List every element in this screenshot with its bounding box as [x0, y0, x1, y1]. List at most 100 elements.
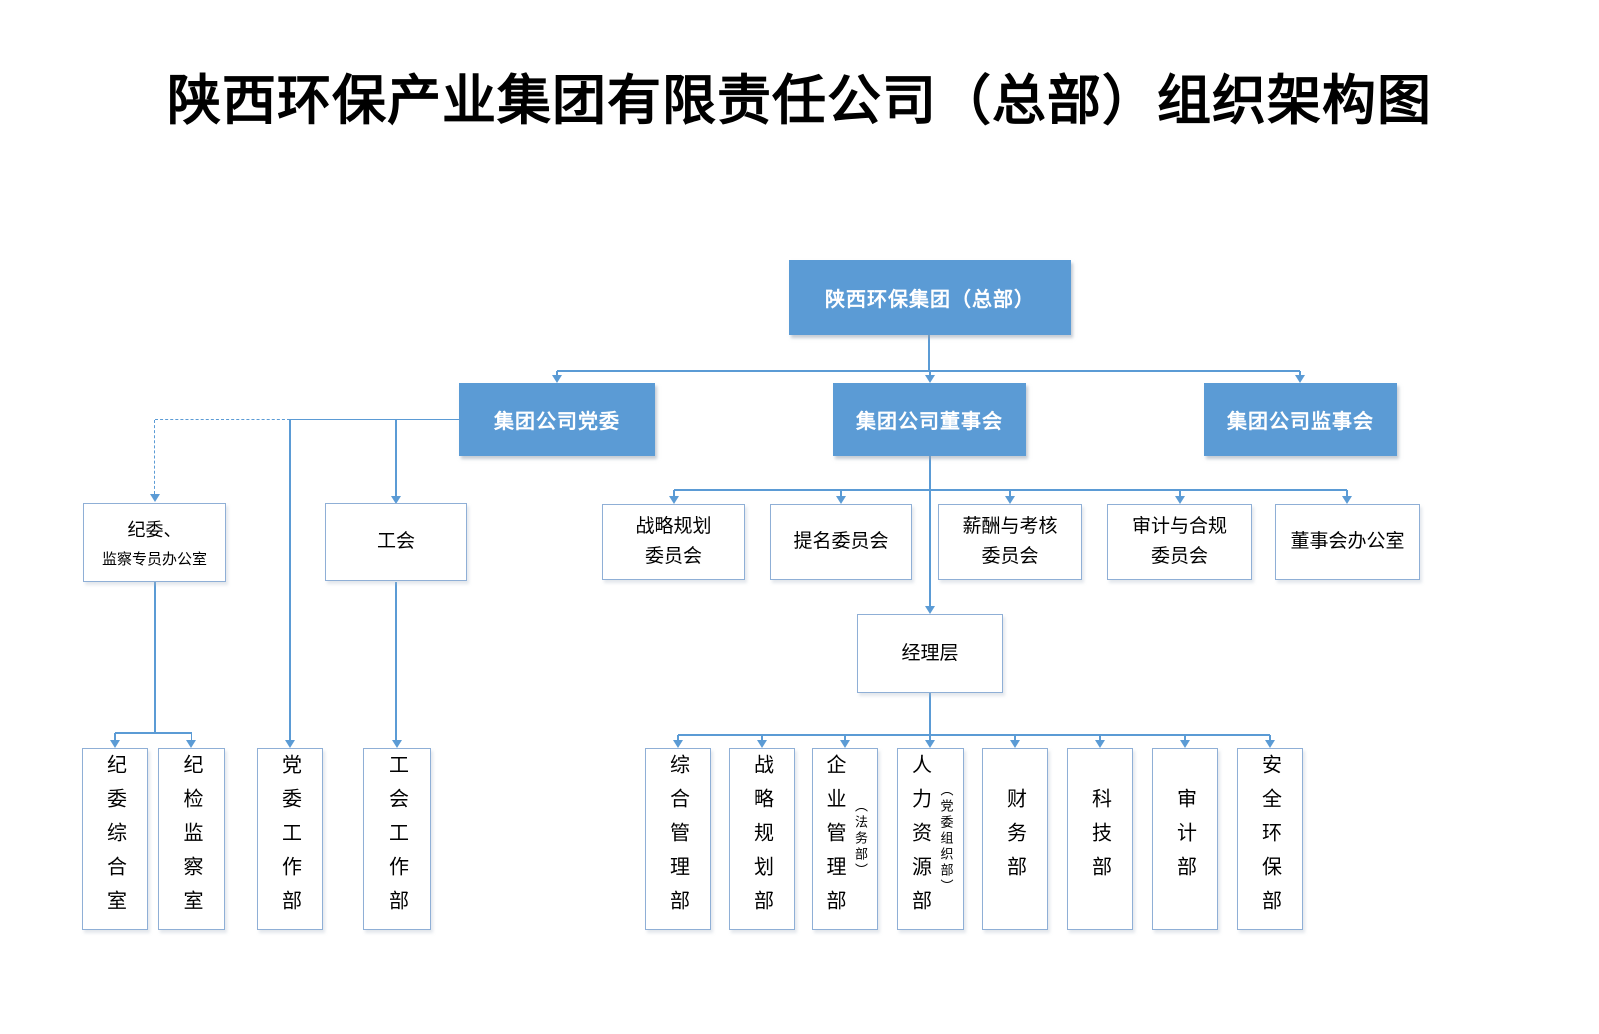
connector-level2-rail — [557, 370, 1300, 372]
connector-stem — [114, 733, 116, 740]
org-box-board-office: 董事会办公室 — [1275, 504, 1420, 580]
org-box-sublabel: （法务部） — [853, 799, 868, 879]
org-box-finance-dept: 财务部 — [982, 748, 1048, 930]
org-box-union-work-dept: 工会工作部 — [363, 748, 431, 930]
connector-stem — [1299, 371, 1301, 376]
arrow-down-icon — [391, 740, 402, 748]
connector-stem — [1184, 735, 1186, 741]
org-box-label: 工会工作部 — [385, 754, 408, 924]
org-box-label: 集团公司监事会 — [1227, 411, 1374, 433]
org-box-discipline-inspection-office: 纪检监察室 — [158, 748, 225, 930]
connector-party-dashed-rail — [155, 418, 290, 420]
org-box-sublabel: （党委组织部） — [938, 783, 954, 895]
org-box-label: 集团公司董事会 — [856, 411, 1003, 433]
org-box-label: 监察专员办公室 — [101, 551, 207, 568]
org-box-supervisory-board: 集团公司监事会 — [1204, 383, 1397, 456]
org-box-label: 委员会 — [644, 546, 702, 567]
arrow-down-icon — [1294, 375, 1305, 383]
org-box-label: 工会 — [376, 531, 415, 552]
connector-union-stem — [395, 420, 397, 496]
connector-management-stem — [929, 693, 931, 735]
org-box-label: 提名委员会 — [793, 531, 889, 552]
org-box-label: 战略规划部 — [750, 754, 773, 924]
connector-stem — [840, 490, 842, 496]
arrow-down-icon — [835, 496, 846, 504]
org-box-strategy-planning-dept: 战略规划部 — [729, 748, 795, 930]
connector-stem — [929, 735, 931, 741]
arrow-down-icon — [551, 375, 562, 383]
connector-party-left-rail — [290, 418, 459, 421]
arrow-down-icon — [1264, 740, 1275, 748]
connector-stem — [1014, 735, 1016, 741]
org-box-group-hq: 陕西环保集团（总部） — [789, 260, 1071, 335]
org-box-label: 陕西环保集团（总部） — [825, 289, 1035, 311]
org-box-label: 纪委、 — [127, 520, 182, 540]
org-box-label: 集团公司党委 — [494, 411, 620, 433]
org-box-label: 经理层 — [901, 642, 959, 664]
org-box-label: 审计与合规 — [1131, 516, 1227, 537]
org-box-label: 人力资源部 — [908, 754, 931, 924]
org-box-party-committee: 集团公司党委 — [459, 383, 655, 456]
connector-board-stem — [929, 456, 931, 606]
org-box-label: 审计部 — [1173, 788, 1196, 890]
connector-stem — [677, 735, 679, 741]
org-box-label: 企业管理部 — [823, 754, 845, 924]
org-box-label: 综合管理部 — [666, 754, 689, 924]
org-box-discipline-general-office: 纪委综合室 — [82, 748, 148, 930]
org-box-general-management-dept: 综合管理部 — [645, 748, 711, 930]
org-box-label: 纪检监察室 — [180, 754, 202, 924]
org-box-label: 党委工作部 — [278, 754, 301, 924]
arrow-down-icon — [149, 494, 160, 502]
connector-stem — [190, 733, 193, 740]
arrow-down-icon — [1094, 740, 1105, 748]
org-box-label: 纪委综合室 — [103, 754, 126, 924]
arrow-down-icon — [1004, 496, 1015, 504]
arrow-down-icon — [924, 375, 935, 383]
connector-stem — [1009, 490, 1011, 496]
arrow-down-icon — [839, 740, 850, 748]
org-box-labor-union: 工会 — [325, 503, 467, 581]
org-box-label: 财务部 — [1003, 788, 1026, 890]
arrow-down-icon — [924, 740, 935, 748]
org-box-management-layer: 经理层 — [857, 614, 1003, 693]
connector-discipline-dashed-stem — [154, 420, 156, 494]
connector-stem — [761, 735, 763, 741]
connector-party-dept-stem — [289, 420, 291, 740]
org-box-label: 安全环保部 — [1258, 754, 1281, 924]
arrow-down-icon — [1174, 496, 1185, 504]
connector-root-stem — [928, 335, 930, 371]
connector-union-dept-stem — [395, 582, 397, 740]
arrow-down-icon — [1009, 740, 1020, 748]
org-box-label: 委员会 — [1150, 546, 1208, 567]
connector-stem — [556, 371, 558, 376]
arrow-down-icon — [756, 740, 767, 748]
org-box-hr-dept: 人力资源部 （党委组织部） — [897, 748, 964, 930]
arrow-down-icon — [186, 740, 196, 748]
org-box-nomination-committee: 提名委员会 — [770, 504, 912, 580]
org-box-label: 薪酬与考核 — [962, 516, 1058, 537]
org-box-safety-environment-dept: 安全环保部 — [1237, 748, 1303, 930]
arrow-down-icon — [1179, 740, 1190, 748]
connector-stem — [844, 735, 846, 741]
org-box-enterprise-management-dept: 企业管理部 （法务部） — [812, 748, 878, 930]
org-box-audit-compliance-committee: 审计与合规 委员会 — [1107, 504, 1252, 580]
org-box-label: 战略规划 — [635, 516, 712, 537]
connector-stem — [673, 490, 675, 496]
org-box-technology-dept: 科技部 — [1067, 748, 1133, 930]
connector-stem — [1269, 735, 1271, 741]
connector-discipline-children-rail — [115, 732, 192, 734]
arrow-down-icon — [109, 740, 120, 748]
org-box-label: 董事会办公室 — [1290, 531, 1405, 552]
org-box-compensation-assessment-committee: 薪酬与考核 委员会 — [938, 504, 1082, 580]
org-box-label: 科技部 — [1088, 788, 1111, 890]
chart-title: 陕西环保产业集团有限责任公司（总部）组织架构图 — [167, 71, 1432, 131]
arrow-down-icon — [1341, 496, 1352, 504]
arrow-down-icon — [672, 740, 683, 748]
connector-stem — [1179, 490, 1181, 496]
org-box-label: 委员会 — [981, 546, 1039, 567]
connector-stem — [1099, 735, 1101, 741]
connector-stem — [929, 371, 931, 376]
org-box-party-work-dept: 党委工作部 — [257, 748, 323, 930]
connector-stem — [1346, 490, 1348, 496]
